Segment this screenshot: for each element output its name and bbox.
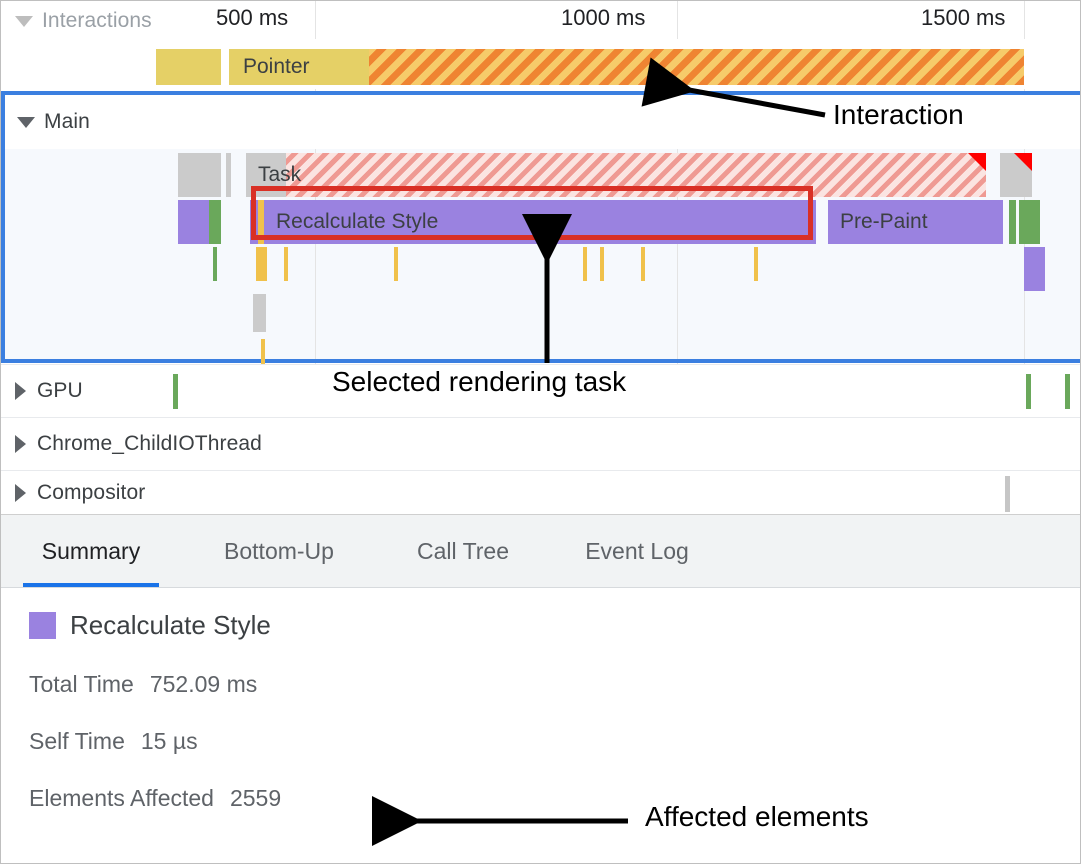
warning-triangle-icon [968, 153, 986, 171]
track-header-gpu[interactable]: GPU [15, 379, 83, 403]
summary-row-total-time: Total Time 752.09 ms [29, 671, 1080, 698]
annotation-label-affected-elements: Affected elements [645, 801, 869, 832]
summary-row-self-time: Self Time 15 µs [29, 728, 1080, 755]
track-compositor[interactable]: Compositor [1, 470, 1080, 514]
details-tabbar: Summary Bottom-Up Call Tree Event Log [1, 515, 1080, 588]
summary-event-name: Recalculate Style [70, 610, 271, 640]
triangle-down-icon[interactable] [15, 15, 33, 27]
timeline-ruler: 500 ms 1000 ms 1500 ms [1, 1, 1080, 39]
summary-title-row: Recalculate Style [29, 610, 1080, 641]
summary-key: Total Time [29, 671, 134, 697]
flame-event[interactable] [178, 153, 221, 197]
flame-event[interactable] [394, 247, 398, 281]
flame-event[interactable] [253, 294, 266, 332]
flame-event[interactable] [754, 247, 758, 281]
flame-event[interactable] [1009, 200, 1016, 244]
flame-event[interactable] [178, 200, 209, 244]
warning-triangle-icon [1014, 153, 1032, 171]
flame-event-label: Task [258, 163, 302, 186]
flame-event[interactable] [1019, 200, 1040, 244]
gridline-local-1 [315, 149, 316, 359]
summary-key: Elements Affected [29, 785, 214, 811]
track-gpu[interactable]: GPU [1, 364, 1080, 417]
summary-row-elements-affected: Elements Affected 2559 [29, 785, 1080, 812]
flame-event[interactable] [209, 200, 221, 244]
annotation-label-selected-task: Selected rendering task [332, 366, 627, 397]
details-pane: Summary Bottom-Up Call Tree Event Log Re… [1, 514, 1080, 863]
interaction-event-label: Pointer [243, 55, 310, 78]
track-label-compositor: Compositor [37, 480, 146, 504]
ruler-tick-1500ms: 1500 ms [921, 5, 1006, 30]
interaction-event-pointer[interactable]: Pointer [229, 49, 369, 85]
ruler-tick-500ms: 500 ms [216, 5, 289, 30]
summary-value: 15 µs [140, 728, 198, 754]
event-color-swatch [29, 612, 56, 639]
track-chrome-childiothread[interactable]: Chrome_ChildIOThread [1, 417, 1080, 470]
track-header-main[interactable]: Main [5, 95, 90, 149]
flame-event[interactable] [261, 339, 265, 379]
tab-summary[interactable]: Summary [15, 515, 167, 587]
flame-event[interactable] [284, 247, 288, 281]
summary-value: 752.09 ms [149, 671, 258, 697]
flame-event[interactable] [1024, 247, 1045, 291]
track-header-chrome-childiothread[interactable]: Chrome_ChildIOThread [15, 432, 262, 456]
triangle-right-icon[interactable] [15, 483, 26, 502]
track-mark [1005, 476, 1010, 512]
tab-bottom-up[interactable]: Bottom-Up [224, 537, 334, 564]
flame-event[interactable] [600, 247, 604, 281]
track-mark [1026, 374, 1031, 409]
tab-event-log[interactable]: Event Log [585, 537, 689, 564]
triangle-right-icon[interactable] [15, 435, 26, 453]
flame-event[interactable] [226, 153, 231, 197]
gridline-local-2 [677, 149, 678, 359]
triangle-right-icon[interactable] [15, 382, 26, 400]
flame-event[interactable] [256, 247, 267, 281]
flame-event[interactable] [641, 247, 645, 281]
track-label-chrome-childiothread: Chrome_ChildIOThread [37, 432, 262, 455]
track-label-interactions: Interactions [42, 9, 152, 32]
summary-key: Self Time [29, 728, 125, 754]
annotation-label-interaction: Interaction [833, 99, 964, 130]
flame-event[interactable] [1000, 153, 1032, 197]
tab-call-tree[interactable]: Call Tree [416, 537, 510, 564]
flame-event-pre-paint[interactable]: Pre-Paint [828, 200, 1003, 244]
flame-event[interactable] [583, 247, 587, 281]
track-header-interactions[interactable]: Interactions [1, 3, 211, 39]
track-body-interactions: Pointer [1, 39, 1080, 89]
flame-event-recalculate-style[interactable]: Recalculate Style [264, 200, 816, 244]
summary-value: 2559 [229, 785, 282, 811]
flame-event[interactable] [250, 200, 258, 244]
flame-event[interactable] [258, 200, 264, 244]
triangle-down-icon[interactable] [17, 116, 35, 128]
track-main[interactable]: Main Task [1, 91, 1080, 379]
flame-event-task-labelwrap: Task [246, 153, 446, 197]
interaction-event-striped[interactable] [369, 49, 1024, 85]
ruler-tick-1000ms: 1000 ms [561, 5, 646, 30]
flame-event-label: Recalculate Style [276, 210, 439, 233]
flame-event-label: Pre-Paint [840, 210, 928, 233]
interaction-event[interactable] [156, 49, 221, 85]
track-mark [173, 374, 178, 409]
flame-event[interactable] [213, 247, 217, 281]
summary-panel: Recalculate Style Total Time 752.09 ms S… [1, 588, 1080, 863]
track-label-gpu: GPU [37, 379, 83, 402]
timeline-area: 500 ms 1000 ms 1500 ms Interactions Poin… [1, 1, 1080, 514]
track-header-compositor[interactable]: Compositor [15, 481, 145, 505]
track-mark [1065, 374, 1070, 409]
track-label-main: Main [44, 110, 90, 133]
main-flamechart: Task Recalculate Style Pre-Paint [5, 149, 1080, 379]
